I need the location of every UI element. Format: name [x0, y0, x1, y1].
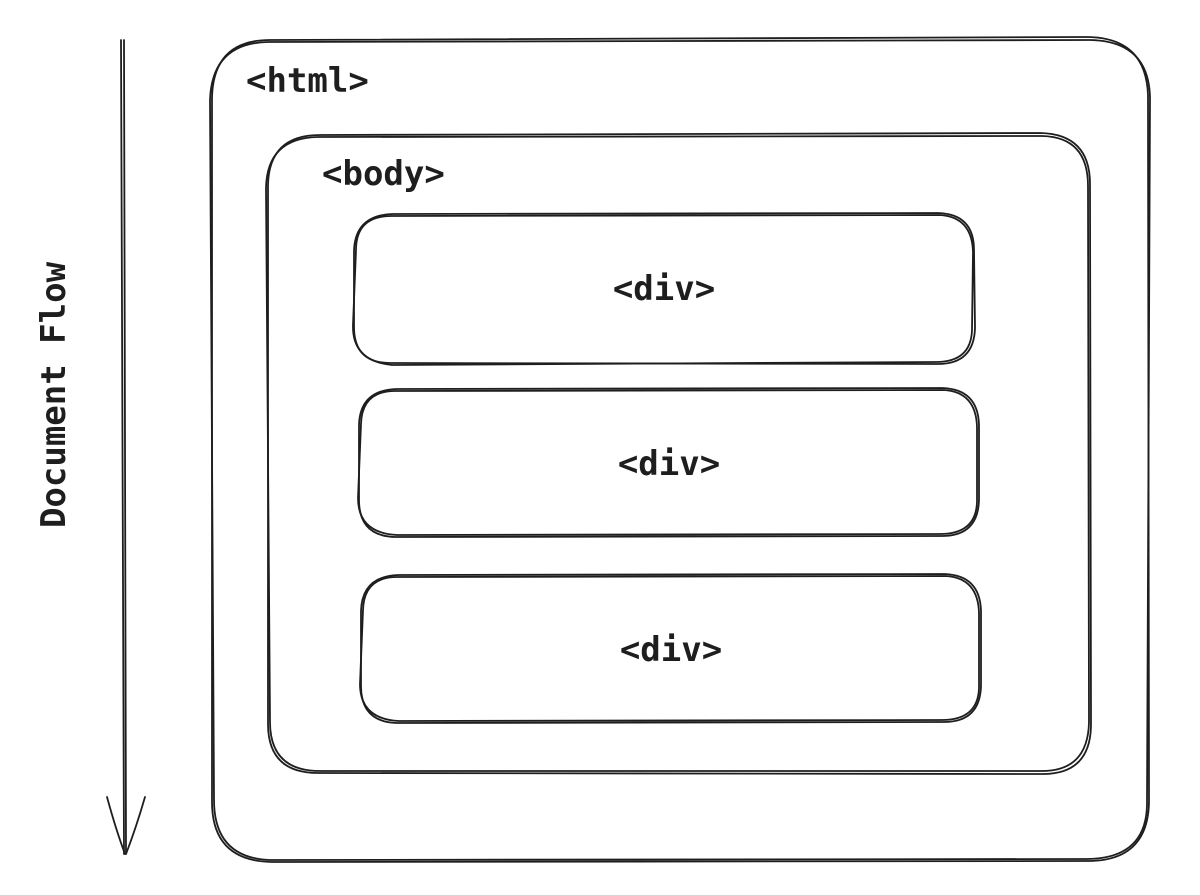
document-flow-label: Document Flow	[34, 261, 74, 529]
div-label-1: <div>	[612, 269, 716, 309]
div-box-1-outline	[352, 212, 976, 366]
html-container	[209, 36, 1151, 863]
div-box-3-outline	[359, 573, 982, 724]
div-box-3: <div>	[361, 575, 981, 723]
div-label-2: <div>	[617, 444, 721, 484]
body-label: <body>	[322, 154, 445, 194]
div-box-2-outline	[357, 387, 980, 538]
div-box-1: <div>	[354, 214, 974, 364]
div-box-2: <div>	[359, 389, 979, 537]
down-arrow-icon	[106, 39, 146, 855]
div-label-3: <div>	[619, 630, 723, 670]
html-label: <html>	[246, 61, 369, 101]
body-container	[265, 132, 1092, 775]
